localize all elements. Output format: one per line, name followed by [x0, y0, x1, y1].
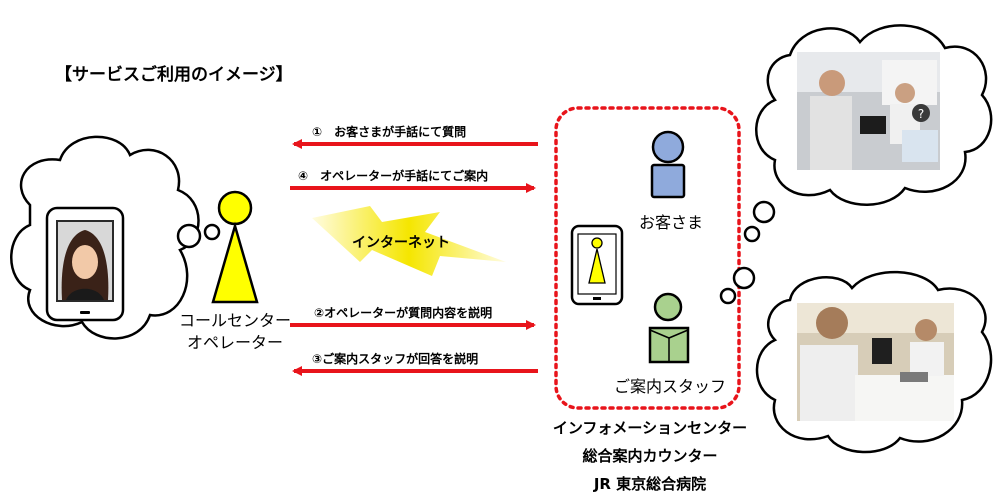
photo-counter-scene: ? — [797, 52, 940, 170]
center-tablet — [570, 224, 624, 306]
institution-name-1: インフォメーションセンター — [552, 419, 748, 437]
internet-label: インターネット — [352, 235, 450, 251]
operator-tablet — [45, 206, 125, 322]
institution-name-2: 総合案内カウンター — [582, 447, 718, 465]
operator-label-line1: コールセンター — [178, 311, 291, 330]
step1-label: ① お客さまが手話にて質問 — [312, 125, 467, 139]
internet-lightning-bolt — [312, 206, 506, 276]
photo-desk-scene — [797, 303, 954, 421]
step3-label: ③ご案内スタッフが回答を説明 — [312, 352, 479, 366]
operator-figure — [211, 190, 259, 304]
institution-list: インフォメーションセンター 総合案内カウンター JR 東京総合病院 — [540, 414, 760, 498]
step2-label: ②オペレーターが質問内容を説明 — [314, 306, 493, 320]
staff-label: ご案内スタッフ — [614, 377, 727, 396]
customer-figure — [650, 130, 686, 199]
customer-label: お客さま — [639, 213, 704, 232]
svg-text:?: ? — [918, 107, 924, 121]
operator-label: コールセンター オペレーター — [170, 310, 300, 354]
step4-label: ④ オペレーターが手話にてご案内 — [298, 169, 489, 183]
staff-figure — [648, 292, 690, 364]
page-title: 【サービスご利用のイメージ】 — [55, 65, 293, 85]
operator-label-line2: オペレーター — [186, 333, 283, 352]
institution-name-3: JR 東京総合病院 — [593, 475, 707, 493]
